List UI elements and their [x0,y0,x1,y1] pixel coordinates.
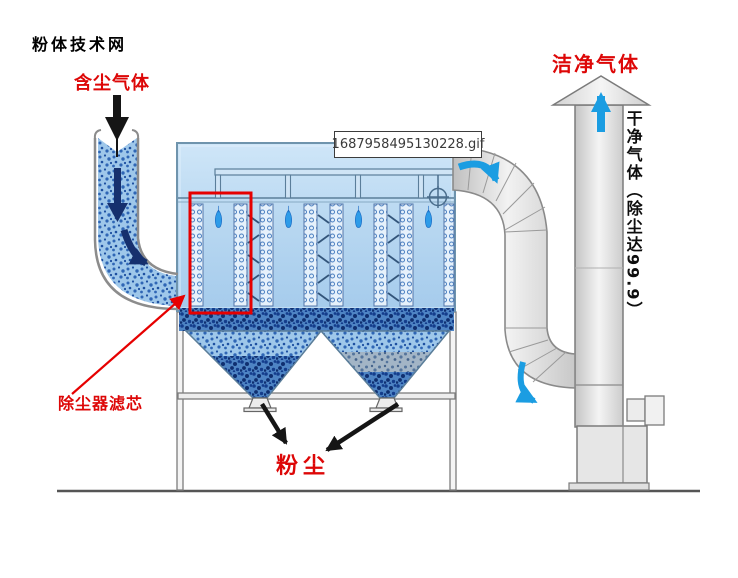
pulse-jet-manifold [214,168,455,208]
filename-text: 1687958495130228.gif [331,137,485,152]
watermark-text: 粉体技术网 [32,35,128,54]
filter-cartridges [189,203,455,307]
motor-box [644,395,665,426]
flow-arrow-duct-icon [515,361,538,404]
filter-highlight [71,191,253,395]
pulse-valve-icon [427,175,449,208]
flow-arrow-inlet-icons [107,168,149,267]
hopper-right [321,331,449,398]
inlet-pipe [93,129,179,311]
stack-base-plate [568,482,650,491]
chimney-stack [550,75,665,491]
dust-arrow-right-icon [325,402,400,452]
pulse-nozzle-icons [215,205,432,228]
flow-arrow-outlet-icon [457,160,500,184]
cage-hatching [247,214,400,302]
clean-gas-label: 洁净气体 [552,52,640,76]
highlight-box [188,191,253,315]
dusty-gas-arrow-icon [105,95,129,157]
settled-dust-layer [179,308,454,331]
hopper-left [186,331,321,398]
clean-gas-note-label: 干净气体（除尘达99.9） [623,110,643,320]
fan-housing [576,425,648,484]
dust-arrow-left-icon [260,402,288,445]
dust-label: 粉尘 [276,454,331,479]
motor-coupling [626,398,646,422]
collector-housing [176,142,456,312]
dust-discharge-arrows [260,402,400,452]
dusty-gas-label: 含尘气体 [74,73,150,94]
callout-arrow-icon [71,294,186,395]
filter-core-label: 除尘器滤芯 [58,394,144,413]
filename-badge: 1687958495130228.gif [331,131,485,158]
outlet-duct [452,146,576,404]
